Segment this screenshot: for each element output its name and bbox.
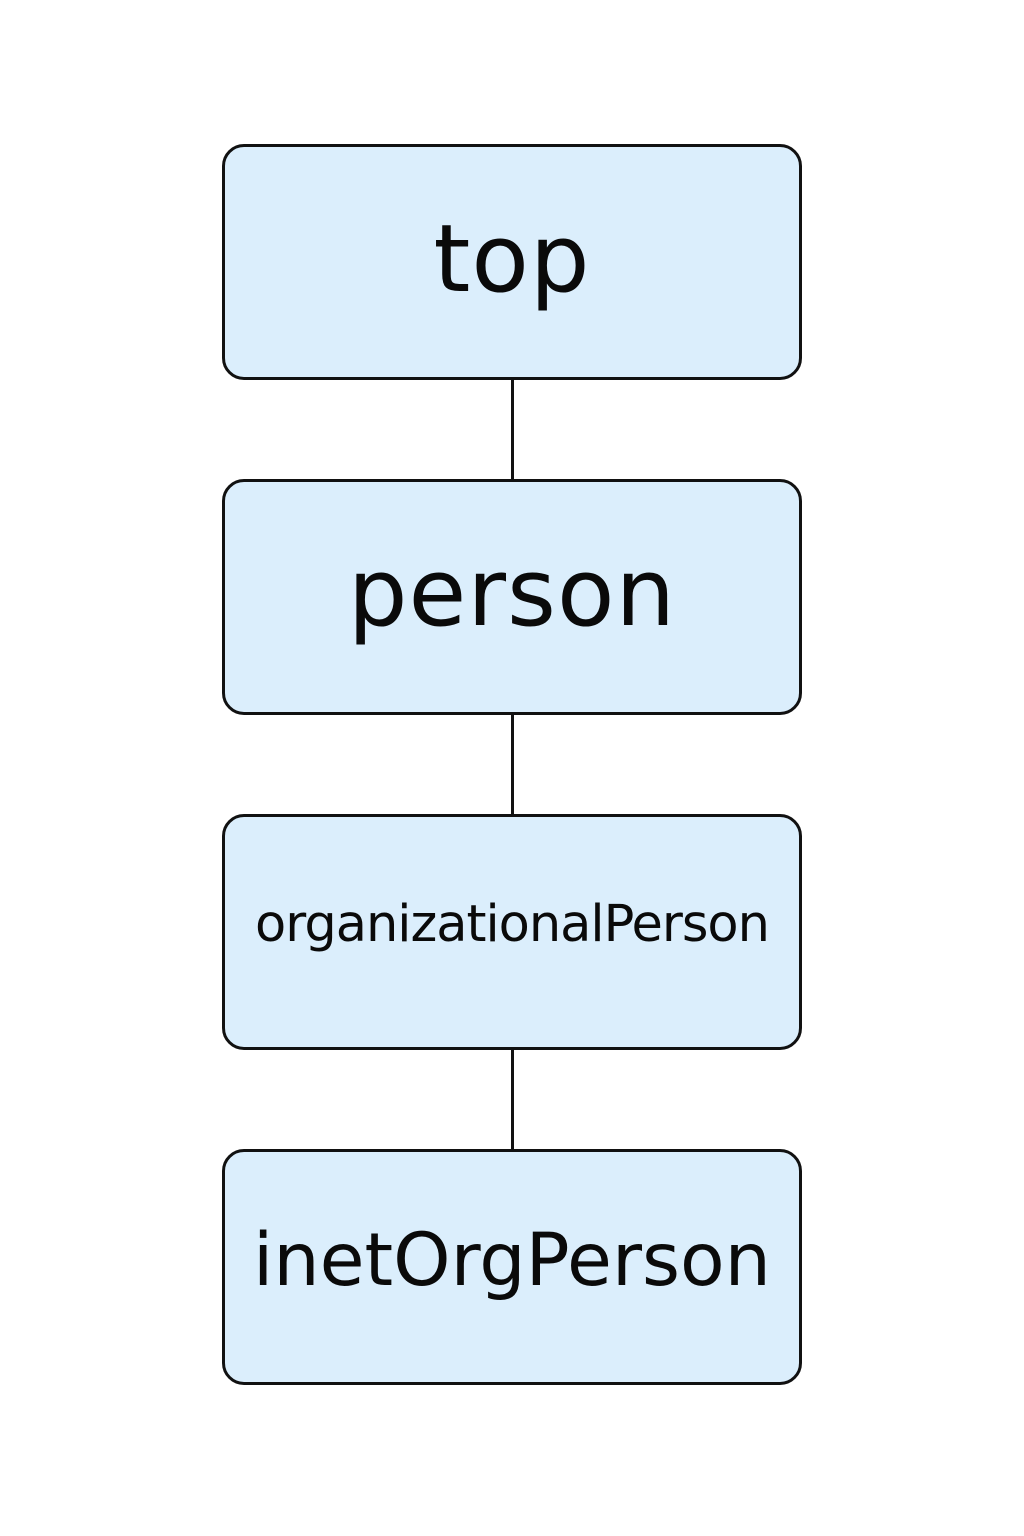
node-inetorgperson: inetOrgPerson (222, 1149, 802, 1385)
node-label-person: person (347, 539, 677, 648)
node-top: top (222, 144, 802, 380)
connector-person-organizationalperson (511, 713, 514, 815)
node-label-organizationalperson: organizationalPerson (255, 894, 770, 954)
node-label-inetorgperson: inetOrgPerson (253, 1217, 771, 1303)
node-person: person (222, 479, 802, 715)
connector-organizationalperson-inetorgperson (511, 1048, 514, 1150)
connector-top-person (511, 378, 514, 480)
node-label-top: top (433, 205, 591, 314)
node-organizationalperson: organizationalPerson (222, 814, 802, 1050)
